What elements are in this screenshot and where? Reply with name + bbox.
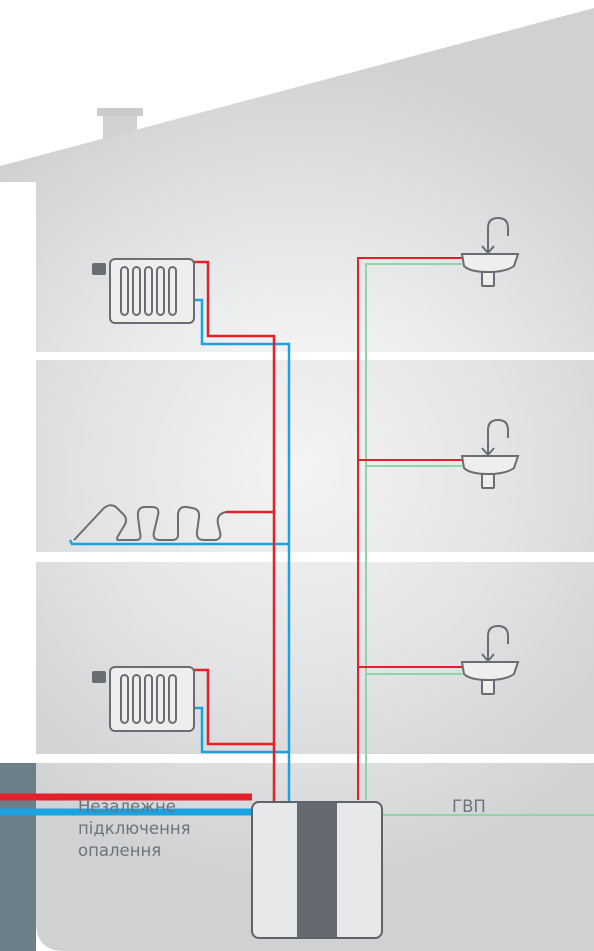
heating-label-line-3: опалення bbox=[78, 841, 162, 860]
heating-label-line-1: Незалежне bbox=[78, 797, 176, 816]
floor-slab-top bbox=[36, 352, 594, 360]
exterior-wall bbox=[0, 763, 36, 951]
heating-connection-label: Незалежне підключення опалення bbox=[78, 796, 248, 862]
sink-faucet-icon bbox=[460, 216, 520, 287]
floor-slab-mid bbox=[36, 552, 594, 562]
heating-label-line-2: підключення bbox=[78, 819, 191, 838]
primary-district-pipes bbox=[0, 793, 252, 816]
sink-faucet-icon bbox=[460, 418, 520, 489]
heat-exchanger-unit-icon bbox=[251, 801, 383, 939]
heating-return-pipes bbox=[68, 298, 291, 805]
dhw-pipes bbox=[365, 263, 594, 816]
sink-faucet-icon bbox=[460, 624, 520, 695]
underfloor-heating-icon bbox=[73, 504, 227, 542]
radiator-icon bbox=[92, 666, 195, 732]
dhw-circulation-pipes bbox=[357, 257, 462, 800]
floor-slab-bottom bbox=[36, 754, 594, 763]
heating-supply-pipes bbox=[194, 260, 276, 805]
dhw-label: ГВП bbox=[452, 797, 486, 816]
radiator-icon bbox=[92, 258, 195, 324]
